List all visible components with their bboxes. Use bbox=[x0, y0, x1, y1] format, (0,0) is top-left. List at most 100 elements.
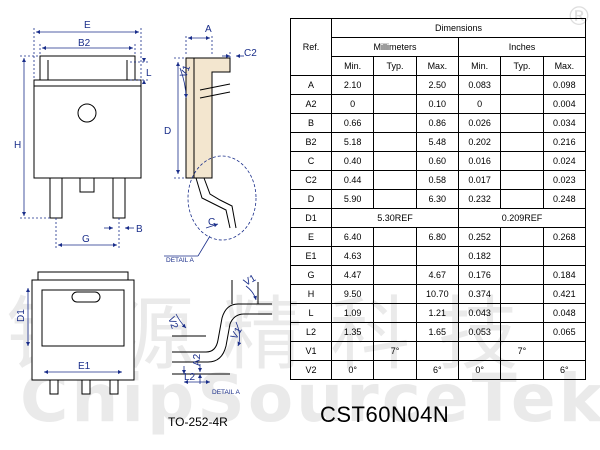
label-detail-a-bottom: DETAIL A bbox=[212, 389, 240, 396]
cell-mm-max: 5.48 bbox=[415, 132, 459, 152]
cell-mm-ref: 5.30REF bbox=[331, 208, 459, 228]
cell-mm-typ bbox=[373, 189, 417, 209]
subheader-in-max: Max. bbox=[542, 56, 587, 76]
cell-ref: G bbox=[290, 265, 332, 285]
bottom-view bbox=[31, 271, 135, 395]
cell-mm-min: 1.35 bbox=[330, 322, 375, 342]
label-detail-a-side: DETAIL A bbox=[166, 257, 194, 264]
header-inches: Inches bbox=[457, 37, 587, 57]
detail-a-circle bbox=[187, 155, 257, 241]
cell-in-max bbox=[542, 246, 587, 266]
cell-mm-min: 0.40 bbox=[330, 151, 375, 171]
cell-mm-typ bbox=[373, 151, 417, 171]
cell-ref: B bbox=[290, 113, 332, 133]
table-row: V1 7° 7° bbox=[290, 341, 587, 361]
cell-ref: B2 bbox=[290, 132, 332, 152]
cell-mm-min bbox=[330, 341, 375, 361]
table-header-row: Ref. Dimensions bbox=[290, 18, 586, 76]
cell-in-min: 0.083 bbox=[457, 75, 502, 95]
side-view bbox=[185, 57, 237, 229]
label-V1-detail: V1 bbox=[242, 273, 258, 289]
cell-mm-max: 2.50 bbox=[415, 75, 459, 95]
label-D: D bbox=[164, 126, 171, 137]
cell-in-typ bbox=[500, 113, 544, 133]
cell-mm-max: 10.70 bbox=[415, 284, 459, 304]
cell-ref: A2 bbox=[290, 94, 332, 114]
cell-in-max: 0.065 bbox=[542, 322, 587, 342]
cell-ref: V1 bbox=[290, 341, 332, 361]
detail-a-view bbox=[172, 280, 272, 375]
cell-mm-min: 5.18 bbox=[330, 132, 375, 152]
cell-in-max: 0.421 bbox=[542, 284, 587, 304]
label-C: C bbox=[208, 217, 215, 228]
cell-mm-min: 1.09 bbox=[330, 303, 375, 323]
cell-in-typ bbox=[500, 170, 544, 190]
label-A2: A2 bbox=[192, 353, 203, 366]
part-number: CST60N04N bbox=[320, 402, 450, 427]
cell-mm-typ bbox=[373, 265, 417, 285]
cell-in-max: 0.048 bbox=[542, 303, 587, 323]
lead-right bbox=[112, 177, 126, 219]
cell-ref: C bbox=[290, 151, 332, 171]
mounting-hole bbox=[77, 103, 97, 123]
cell-mm-typ bbox=[373, 284, 417, 304]
label-G: G bbox=[82, 234, 90, 245]
cell-mm-min: 6.40 bbox=[330, 227, 375, 247]
package-drawing: E B2 L H B G A C2 V1 D C DETAIL A bbox=[14, 20, 272, 396]
cell-mm-typ bbox=[373, 246, 417, 266]
cell-in-typ bbox=[500, 284, 544, 304]
cell-in-min: 0° bbox=[457, 360, 502, 380]
cell-in-typ: 7° bbox=[500, 341, 544, 361]
label-L2: L2 bbox=[184, 372, 196, 383]
cell-ref: V2 bbox=[290, 360, 332, 380]
cell-in-min bbox=[457, 341, 502, 361]
cell-mm-min: 0° bbox=[330, 360, 375, 380]
cell-in-typ bbox=[500, 360, 544, 380]
cell-in-max: 6° bbox=[542, 360, 587, 380]
cell-mm-max: 6° bbox=[415, 360, 459, 380]
cell-ref: A bbox=[290, 75, 332, 95]
cell-mm-max: 0.60 bbox=[415, 151, 459, 171]
label-D1: D1 bbox=[16, 309, 27, 322]
cell-in-typ bbox=[500, 246, 544, 266]
cell-in-typ bbox=[500, 303, 544, 323]
label-B2: B2 bbox=[78, 38, 91, 49]
cell-in-min: 0 bbox=[457, 94, 502, 114]
cell-in-max: 0.268 bbox=[542, 227, 587, 247]
cell-mm-typ: 7° bbox=[373, 341, 417, 361]
cell-mm-max: 6.80 bbox=[415, 227, 459, 247]
header-millimeters: Millimeters bbox=[331, 37, 459, 57]
cell-in-min: 0.043 bbox=[457, 303, 502, 323]
lead-center-stub bbox=[79, 177, 95, 193]
cell-mm-min: 2.10 bbox=[330, 75, 375, 95]
cell-in-min: 0.176 bbox=[457, 265, 502, 285]
cell-in-min: 0.202 bbox=[457, 132, 502, 152]
cell-in-ref: 0.209REF bbox=[457, 208, 587, 228]
cell-mm-typ bbox=[373, 360, 417, 380]
cell-in-max: 0.098 bbox=[542, 75, 587, 95]
cell-in-max: 0.024 bbox=[542, 151, 587, 171]
side-view-dimensions bbox=[164, 36, 244, 257]
cell-mm-max: 1.21 bbox=[415, 303, 459, 323]
cell-mm-min: 0.44 bbox=[330, 170, 375, 190]
cell-mm-typ bbox=[373, 113, 417, 133]
header-ref: Ref. bbox=[290, 18, 332, 76]
cell-mm-min: 4.63 bbox=[330, 246, 375, 266]
cell-ref: D1 bbox=[290, 208, 332, 228]
cell-in-max: 0.004 bbox=[542, 94, 587, 114]
cell-in-max: 0.184 bbox=[542, 265, 587, 285]
cell-in-max: 0.023 bbox=[542, 170, 587, 190]
cell-in-min: 0.016 bbox=[457, 151, 502, 171]
cell-mm-min: 0.66 bbox=[330, 113, 375, 133]
detail-a-dimensions bbox=[175, 285, 257, 384]
